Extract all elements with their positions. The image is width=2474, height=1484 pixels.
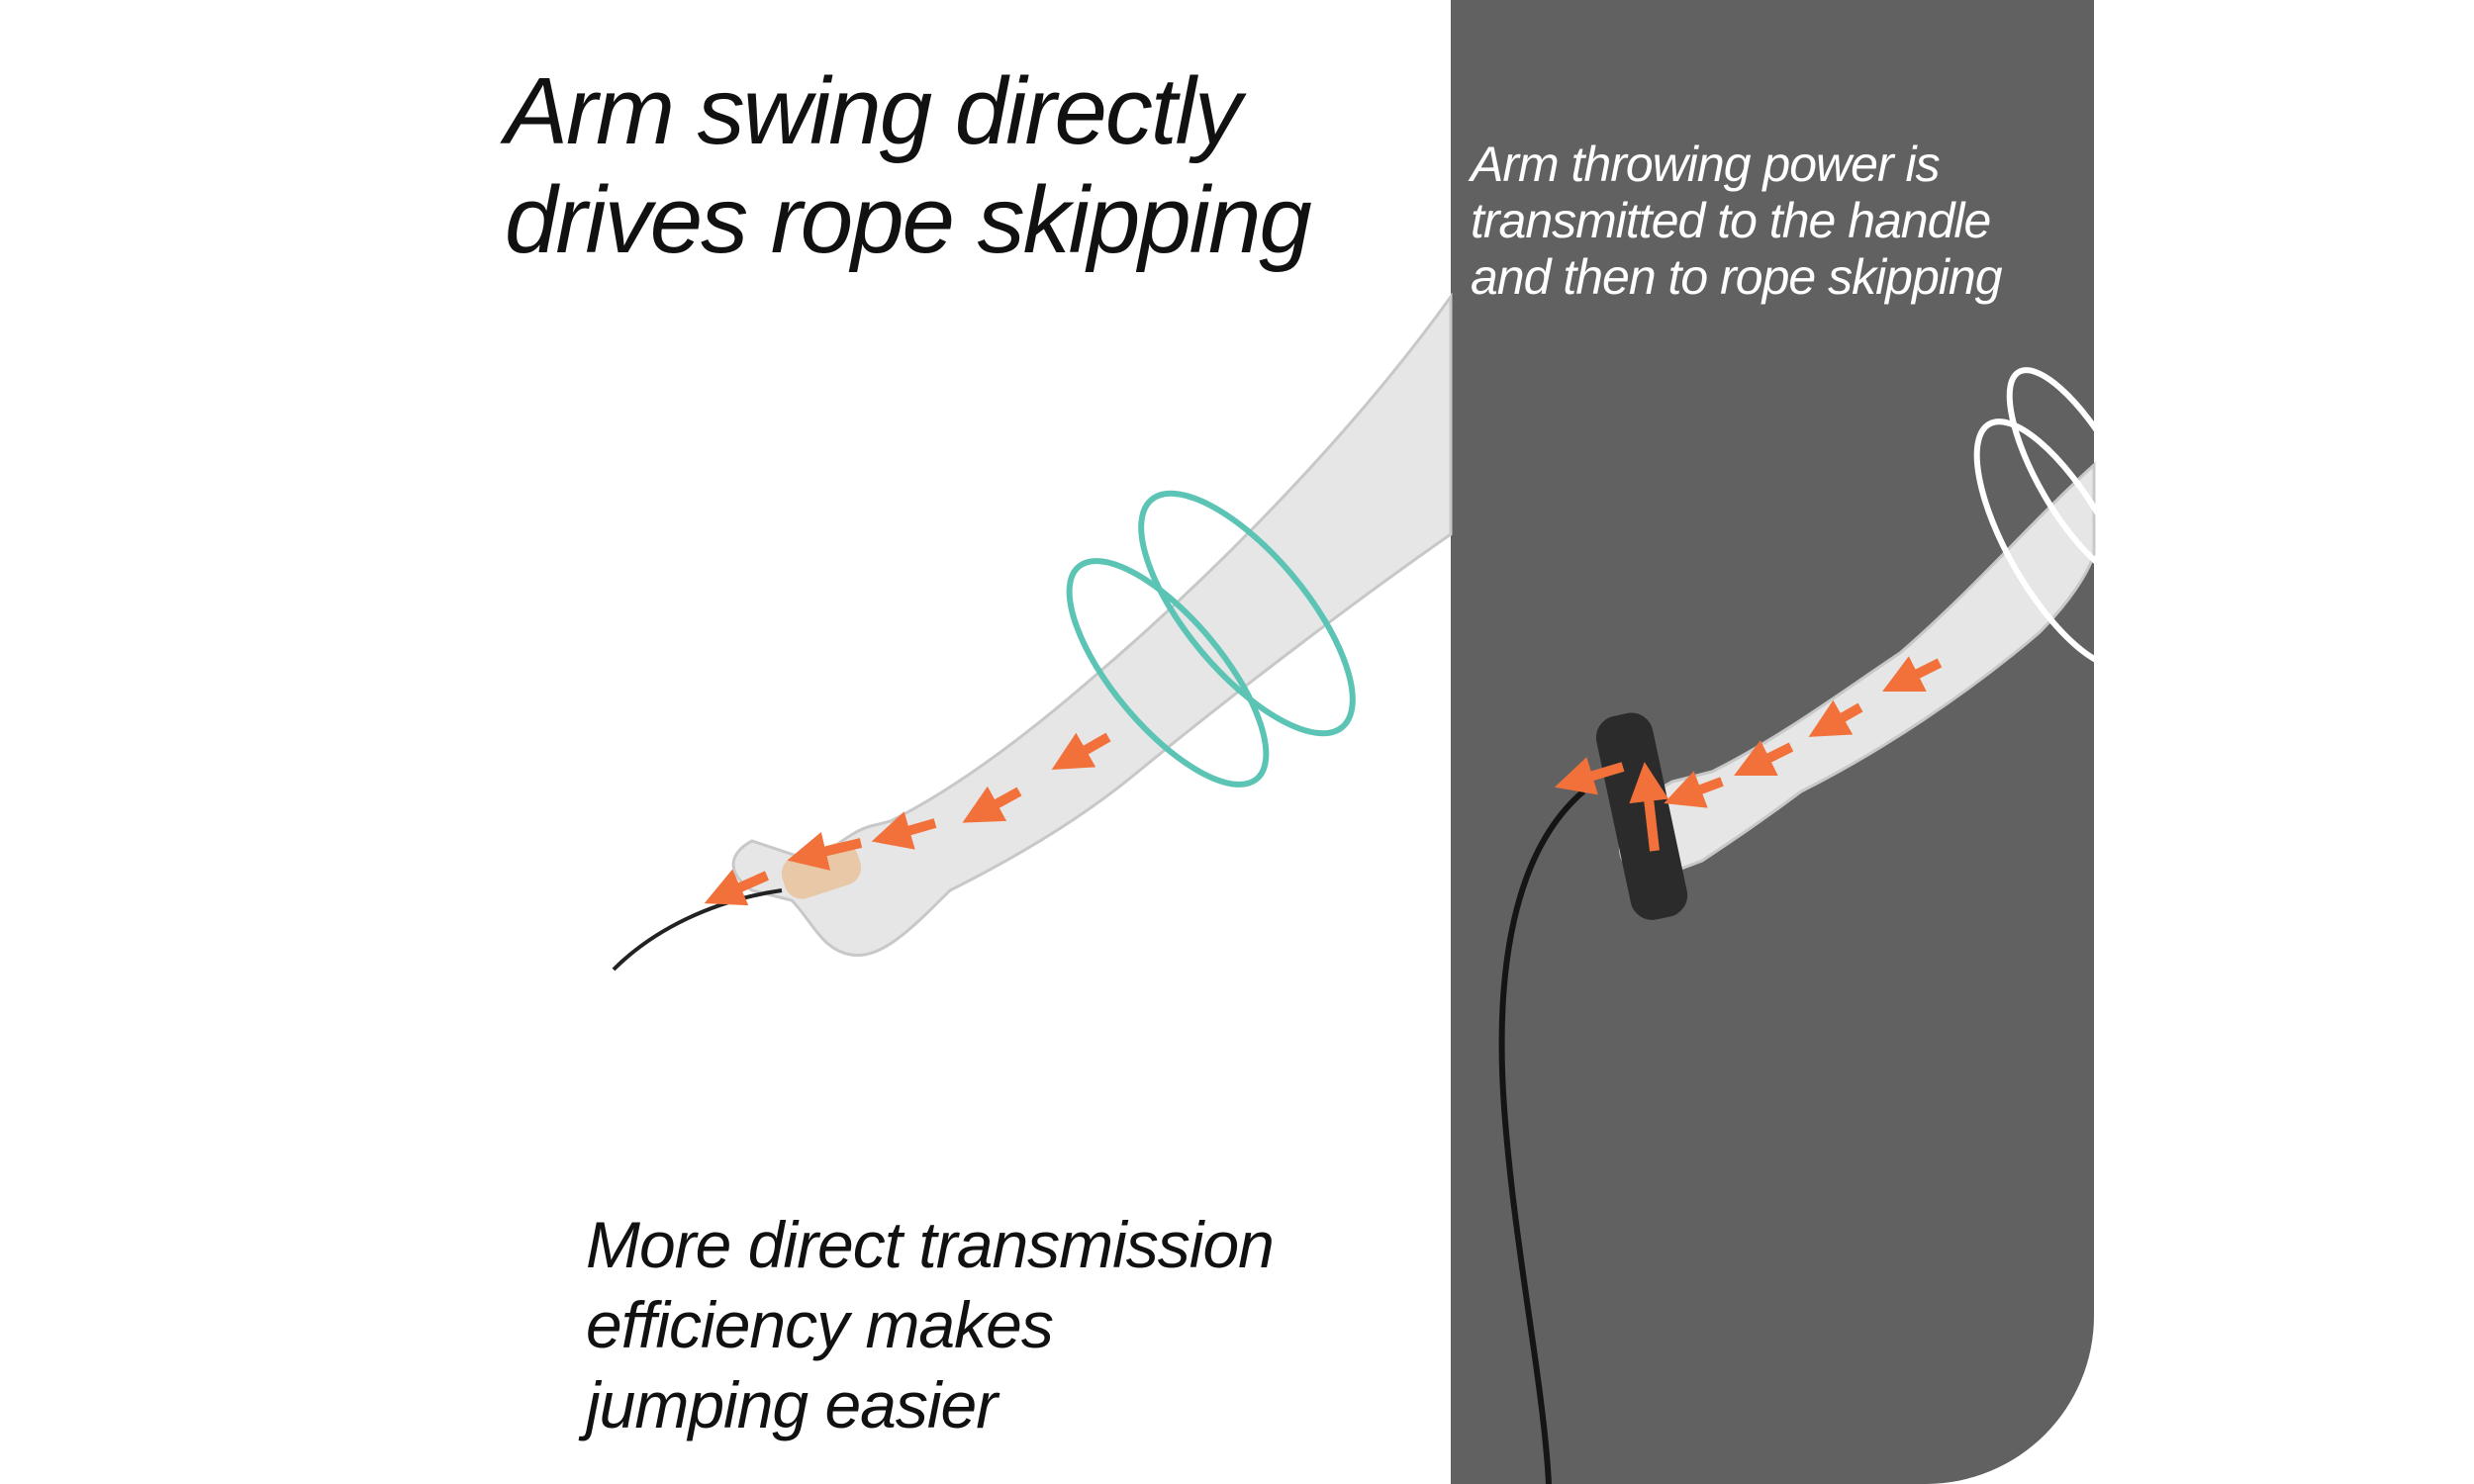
force-arrow-icon <box>787 831 863 871</box>
right-rotation-rings <box>1973 367 2150 670</box>
force-arrow-icon <box>1051 732 1111 770</box>
force-arrow-icon <box>704 869 770 906</box>
side-note-text: Arm throwing power is transmitted to the… <box>1471 137 2003 305</box>
right-arm-illustration <box>1498 367 2150 1484</box>
left-rope-line <box>612 888 783 972</box>
force-arrow-icon <box>1554 757 1625 795</box>
rotation-ring-icon <box>2006 367 2150 583</box>
rotation-ring-icon <box>1138 490 1356 737</box>
force-arrow-icon <box>1808 699 1863 737</box>
force-arrow-icon <box>1629 762 1669 852</box>
left-force-arrows <box>704 732 1111 906</box>
left-rotation-rings <box>1066 490 1356 788</box>
force-arrow-icon <box>1734 740 1794 776</box>
force-arrow-icon <box>962 786 1022 823</box>
right-force-arrows <box>1554 656 1943 852</box>
force-arrow-icon <box>871 811 937 850</box>
caption-text: More direct transmission efficiency make… <box>586 1208 1275 1441</box>
rotation-ring-icon <box>1973 418 2143 670</box>
force-arrow-icon <box>1664 771 1724 808</box>
right-rope-line <box>1498 788 1585 1484</box>
force-arrow-icon <box>1882 656 1943 692</box>
headline-text: Arm swing directly drives rope skipping <box>505 58 1312 273</box>
left-arm-illustration <box>612 292 1453 972</box>
rotation-ring-icon <box>1066 558 1270 788</box>
right-arm-shape <box>1618 461 2096 879</box>
